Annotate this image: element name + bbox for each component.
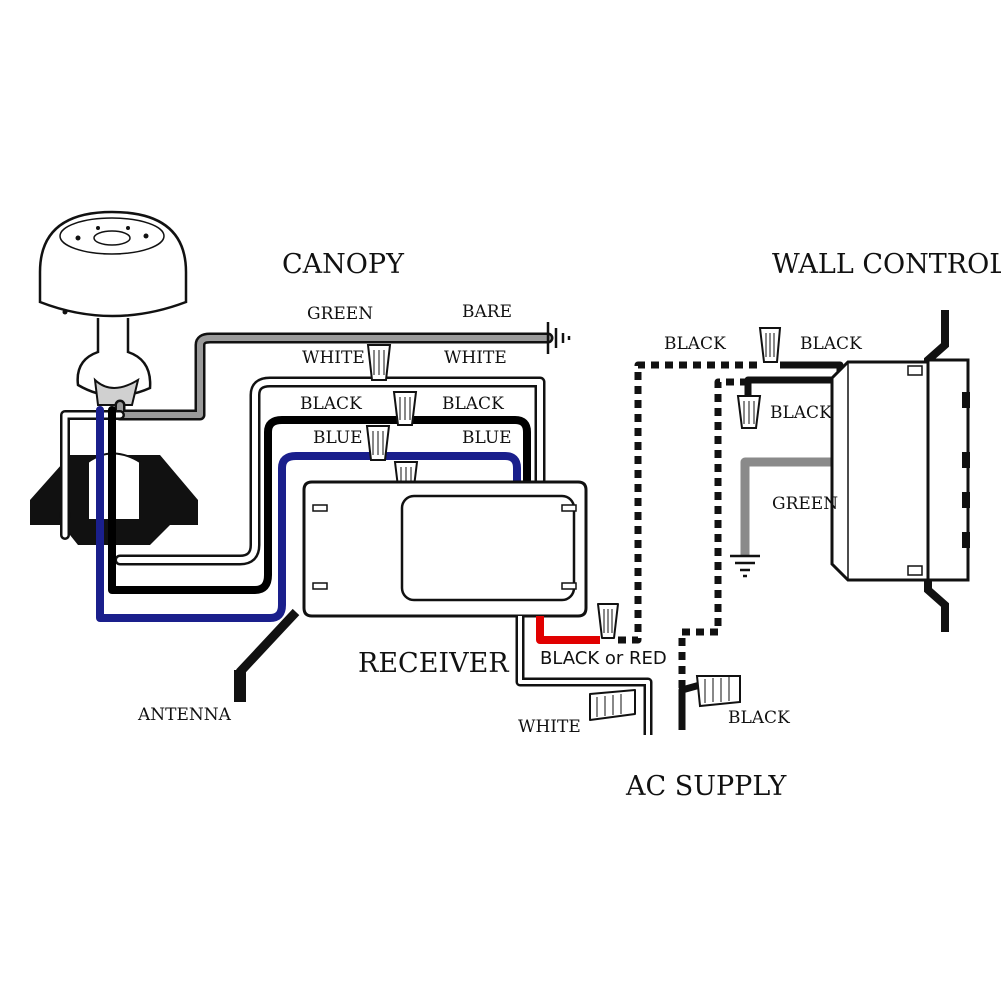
wire-nut-black-supply <box>695 675 741 708</box>
antenna-label: ANTENNA <box>137 705 232 725</box>
canopy-title: CANOPY <box>282 249 405 280</box>
black-supply-label: BLACK <box>728 708 790 728</box>
canopy-illustration <box>38 210 188 406</box>
antenna-wire <box>234 608 300 702</box>
wire-nuts-canopy <box>365 344 419 496</box>
blue-wire-label-left: BLUE <box>313 428 363 448</box>
wire-nut-red <box>597 603 619 639</box>
bare-wire-label: BARE <box>462 302 512 322</box>
ac-supply-title: AC SUPPLY <box>625 771 788 802</box>
receiver-box <box>302 480 588 618</box>
wire-nuts-wall <box>695 327 782 708</box>
black-wall-label-top-right: BLACK <box>800 334 862 354</box>
wire-nut-white-supply <box>589 689 636 721</box>
blue-wire-label-right: BLUE <box>462 428 512 448</box>
wire-nut-white <box>366 344 392 381</box>
green-wire-label: GREEN <box>307 304 373 324</box>
wire-nut-wall-mid <box>736 395 762 429</box>
black-or-red-label: BLACK or RED <box>540 648 667 669</box>
wall-control-title: WALL CONTROL <box>772 249 1001 280</box>
white-supply-label: WHITE <box>518 717 581 737</box>
ground-symbol-wall <box>730 554 760 578</box>
wire-nut-blue <box>365 425 391 461</box>
white-wire-label-left: WHITE <box>302 348 365 368</box>
black-wall-label-top-left: BLACK <box>664 334 726 354</box>
black-wire-label-right: BLACK <box>442 394 504 414</box>
white-wire-label-right: WHITE <box>444 348 507 368</box>
ground-symbol-canopy <box>546 322 571 354</box>
wire-nut-wall-top <box>758 327 782 363</box>
wall-control-unit <box>830 310 970 632</box>
receiver-output-wires <box>515 603 653 735</box>
canopy-wires <box>60 332 554 622</box>
receiver-title: RECEIVER <box>358 648 509 679</box>
wire-nut-black <box>392 391 418 426</box>
black-wall-label-mid: BLACK <box>770 403 832 423</box>
black-wire-label-left: BLACK <box>300 394 362 414</box>
green-wall-label: GREEN <box>772 494 838 514</box>
